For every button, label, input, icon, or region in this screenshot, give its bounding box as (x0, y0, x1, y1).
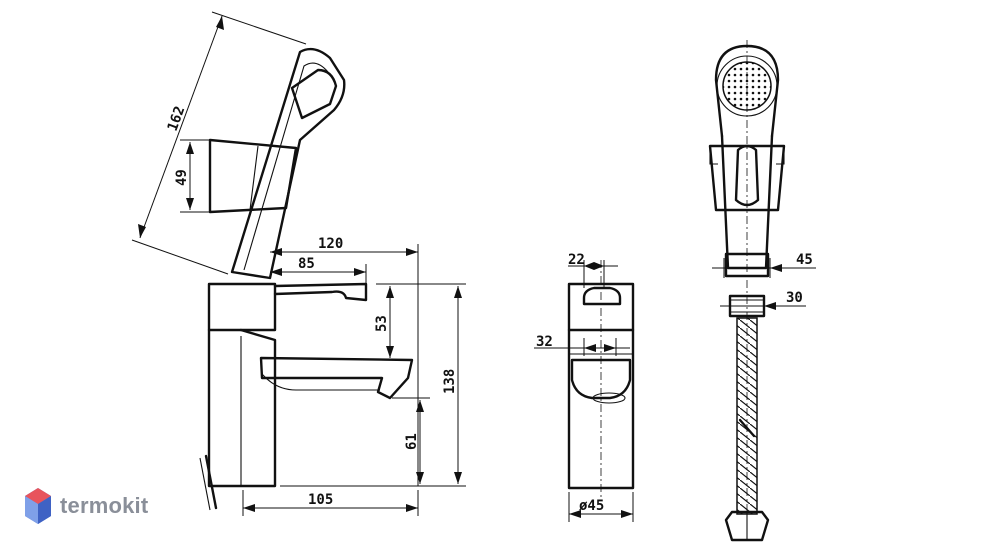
brand-name: termokit (60, 493, 149, 518)
hose (204, 454, 218, 510)
dim-22: 22 (568, 252, 618, 288)
holder-front (708, 144, 786, 212)
dim-45-diameter: ø45 (568, 492, 634, 522)
hose-nut (724, 510, 770, 542)
dim-label-22: 22 (568, 252, 585, 268)
dim-138: 138 (280, 286, 466, 487)
shower-front-view: 45 30 (708, 40, 816, 542)
dim-85: 85 (270, 256, 367, 284)
dim-label-138: 138 (442, 369, 458, 394)
dim-53: 53 (374, 283, 466, 358)
shower-nozzle (290, 68, 338, 120)
shower-head-outline (230, 47, 346, 280)
front-column (567, 328, 635, 490)
front-view: 22 32 ø45 (534, 252, 635, 522)
hexagon-logo-icon (25, 488, 51, 524)
dim-120: 120 (270, 236, 419, 486)
shower-head-front (714, 44, 780, 138)
dim-label-53: 53 (374, 315, 390, 332)
dim-label-105: 105 (308, 492, 333, 508)
spout (259, 356, 414, 400)
body-column (207, 328, 277, 488)
dim-label-85: 85 (298, 256, 315, 272)
dim-label-162: 162 (165, 104, 189, 133)
dim-label-30: 30 (786, 290, 803, 306)
dim-32: 32 (534, 334, 630, 356)
dim-105: 105 (242, 490, 419, 516)
dim-label-diameter-45: ø45 (579, 498, 604, 514)
lever (273, 282, 368, 302)
holder-bracket (208, 138, 298, 214)
front-spout (570, 358, 632, 400)
front-top-block (567, 282, 635, 332)
trigger (734, 144, 760, 207)
dim-label-61: 61 (404, 433, 420, 450)
dim-49: 49 (174, 139, 210, 213)
dim-30: 30 (720, 290, 806, 310)
brand-logo: termokit (24, 487, 148, 525)
spray-face (722, 61, 772, 111)
dim-label-32: 32 (536, 334, 553, 350)
dim-label-45: 45 (796, 252, 813, 268)
side-view: 162 49 120 85 (131, 11, 466, 516)
shower-head-inner (243, 62, 329, 271)
dim-label-49: 49 (174, 169, 190, 186)
dim-61: 61 (392, 397, 430, 484)
hose-coil (736, 317, 758, 515)
dim-label-120: 120 (318, 236, 343, 252)
body-top-block (207, 282, 277, 332)
dim-45: 45 (712, 252, 816, 278)
